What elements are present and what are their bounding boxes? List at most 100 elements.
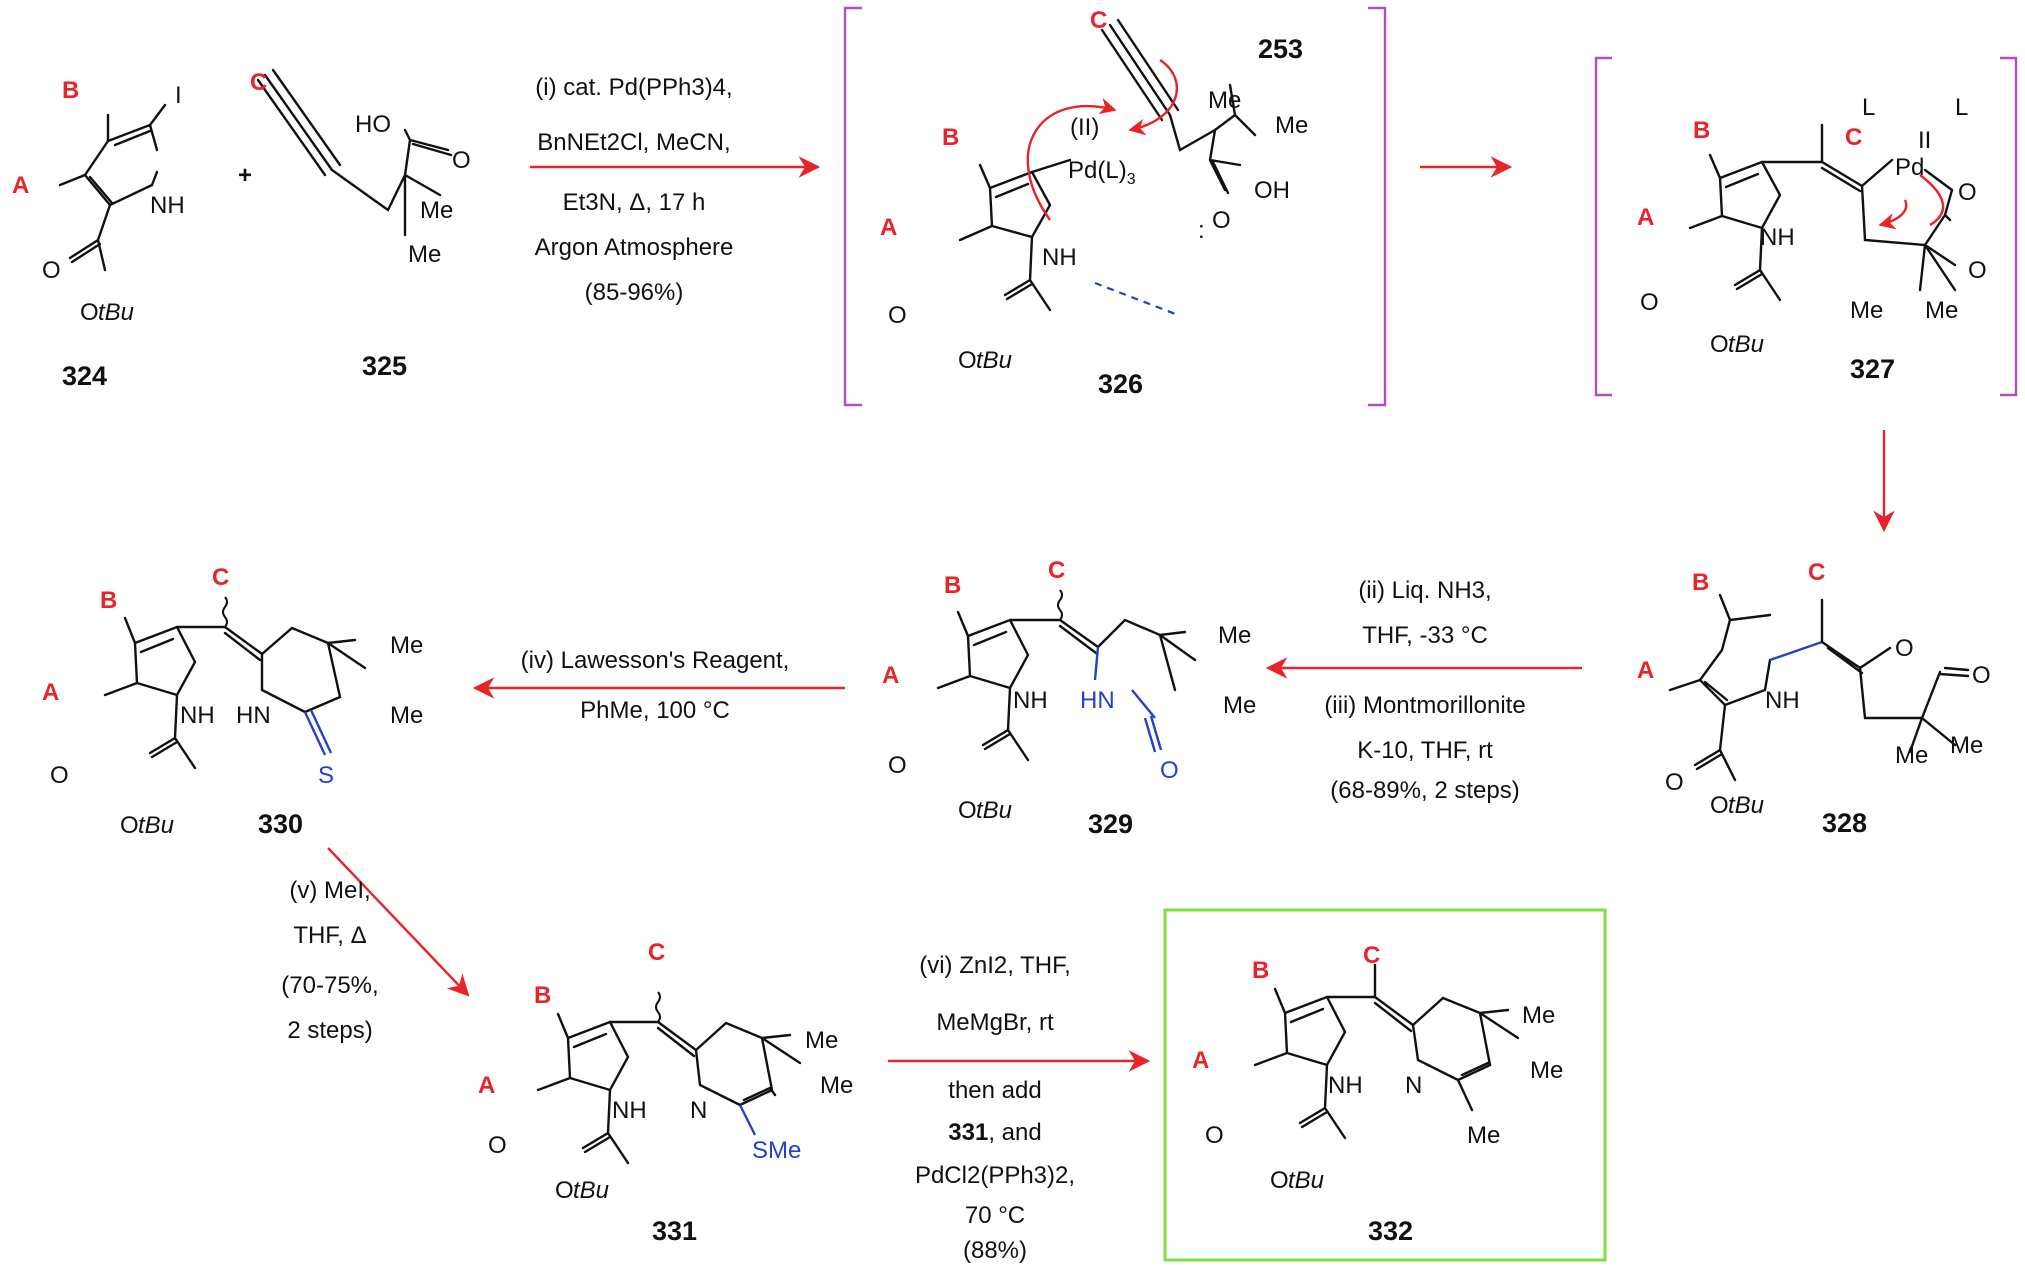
cond-line: (70-75%, [281,972,378,999]
cond-line: (68-89%, 2 steps) [1330,777,1519,804]
me-label: Me [1275,112,1308,139]
me-label: Me [1522,1002,1555,1029]
me-label: Me [390,702,423,729]
compound-label-330: 330 [258,809,303,839]
substituent-c: C [1808,559,1825,586]
otbu-o: O [80,299,99,326]
carbonyl-o: O [1665,769,1684,796]
me-label: Me [1467,1122,1500,1149]
cond-line: (iii) Montmorillonite [1324,692,1525,719]
step-4-conditions: (iv) Lawesson's Reagent, PhMe, 100 °C [521,647,790,724]
compound-329: C B A NH HN O Me Me O O tBu 329 [882,557,1256,839]
cond-line: (ii) Liq. NH3, [1358,577,1491,604]
intermediate-327: C B A L L II Pd O O NH Me Me O O tBu 327 [1594,56,2018,397]
pd-label: Pd(L)3 [1068,157,1136,188]
substituent-c: C [212,564,229,591]
tbu-label: tBu [573,1177,609,1204]
nh-label: NH [1760,224,1795,251]
substituent-a: A [42,679,59,706]
substituent-c: C [1363,942,1380,969]
substituent-c: C [250,69,267,96]
me-label: Me [1223,692,1256,719]
compound-label-332: 332 [1368,1216,1413,1246]
compound-label-328: 328 [1822,808,1867,838]
pd-label: Pd [1895,154,1924,181]
imine-n: N [1405,1072,1422,1099]
carbonyl-o: O [42,257,61,284]
nh-label: NH [612,1097,647,1124]
cond-line: PdCl2(PPh3)2, [915,1162,1075,1189]
compound-label-331: 331 [652,1216,697,1246]
otbu-o: O [1710,792,1729,819]
compound-325: C HO O Me Me 325 [250,68,471,381]
wavy-bond [655,991,661,1023]
cond-line: then add [948,1077,1041,1104]
tbu-label: tBu [138,812,174,839]
compound-label-253: 253 [1258,34,1303,64]
me-label: Me [390,632,423,659]
me-label: Me [1218,622,1251,649]
step-2-conditions: (ii) Liq. NH3, THF, -33 °C (iii) Montmor… [1324,577,1525,804]
tbu-label: tBu [98,299,134,326]
tbu-label: tBu [1728,331,1764,358]
otbu-o: O [120,812,139,839]
substituent-b: B [1692,569,1709,596]
compound-328: C B A O O NH Me Me O O tBu 328 [1637,559,1991,838]
cond-line: (vi) ZnI2, THF, [919,952,1071,979]
plus-sign: + [238,162,252,189]
me-label: Me [1850,297,1883,324]
tbu-label: tBu [1728,792,1764,819]
ligand-l: L [1955,94,1968,121]
ring-o: O [1958,179,1977,206]
bracket [1594,56,2018,397]
cond-line: K-10, THF, rt [1357,737,1493,764]
substituent-a: A [1637,657,1654,684]
acid-o: O [452,147,471,174]
compound-332: C B A NH N Me Me Me O O tBu 332 [1192,942,1563,1246]
sme-bond [738,1104,757,1136]
lone-pair-dots: : [1198,217,1205,244]
cond-line: (i) cat. Pd(PPh3)4, [535,74,732,101]
step-6-conditions: (vi) ZnI2, THF, MeMgBr, rt then add 331,… [915,952,1075,1264]
substituent-c: C [1048,557,1065,584]
me-label: Me [1530,1057,1563,1084]
nh-label: NH [1042,244,1077,271]
me-label: Me [408,241,441,268]
otbu-o: O [958,797,977,824]
hn-label: HN [1080,687,1115,714]
otbu-o: O [958,347,977,374]
compound-label-325: 325 [362,351,407,381]
nh-label: NH [1328,1072,1363,1099]
lactam-o: O [1160,757,1179,784]
me-label: Me [1208,87,1241,114]
tbu-label: tBu [1288,1167,1324,1194]
compound-331: C B A NH N SMe Me Me O O tBu 331 [478,939,853,1246]
nh-label: NH [150,192,185,219]
oh-label: OH [1254,177,1290,204]
curly-arrow [1026,97,1117,221]
me-label: Me [820,1072,853,1099]
hn-label: HN [236,702,271,729]
step-5-conditions: (v) MeI, THF, Δ (70-75%, 2 steps) [281,877,378,1044]
carbonyl-o: O [50,762,69,789]
substituent-b: B [534,982,551,1009]
substituent-b: B [100,587,117,614]
cond-line: PhMe, 100 °C [580,697,730,724]
imine-n: N [690,1097,707,1124]
me-label: Me [1895,742,1928,769]
carbonyl-o: O [1205,1122,1224,1149]
substituent-a: A [882,662,899,689]
carbonyl-o: O [888,752,907,779]
compound-324: B A I NH O O tBu 324 [12,77,185,391]
cond-line: MeMgBr, rt [936,1009,1054,1036]
curly-arrow [1878,199,1908,230]
substituent-b: B [1252,957,1269,984]
carbonyl-o: O [1972,662,1991,689]
ring-o: O [1895,635,1914,662]
compound-label-327: 327 [1850,354,1895,384]
cond-line: 2 steps) [287,1017,372,1044]
ho-label: HO [355,111,391,138]
substituent-a: A [12,172,29,199]
otbu-o: O [1270,1167,1289,1194]
highlight-bond [1769,640,1823,662]
